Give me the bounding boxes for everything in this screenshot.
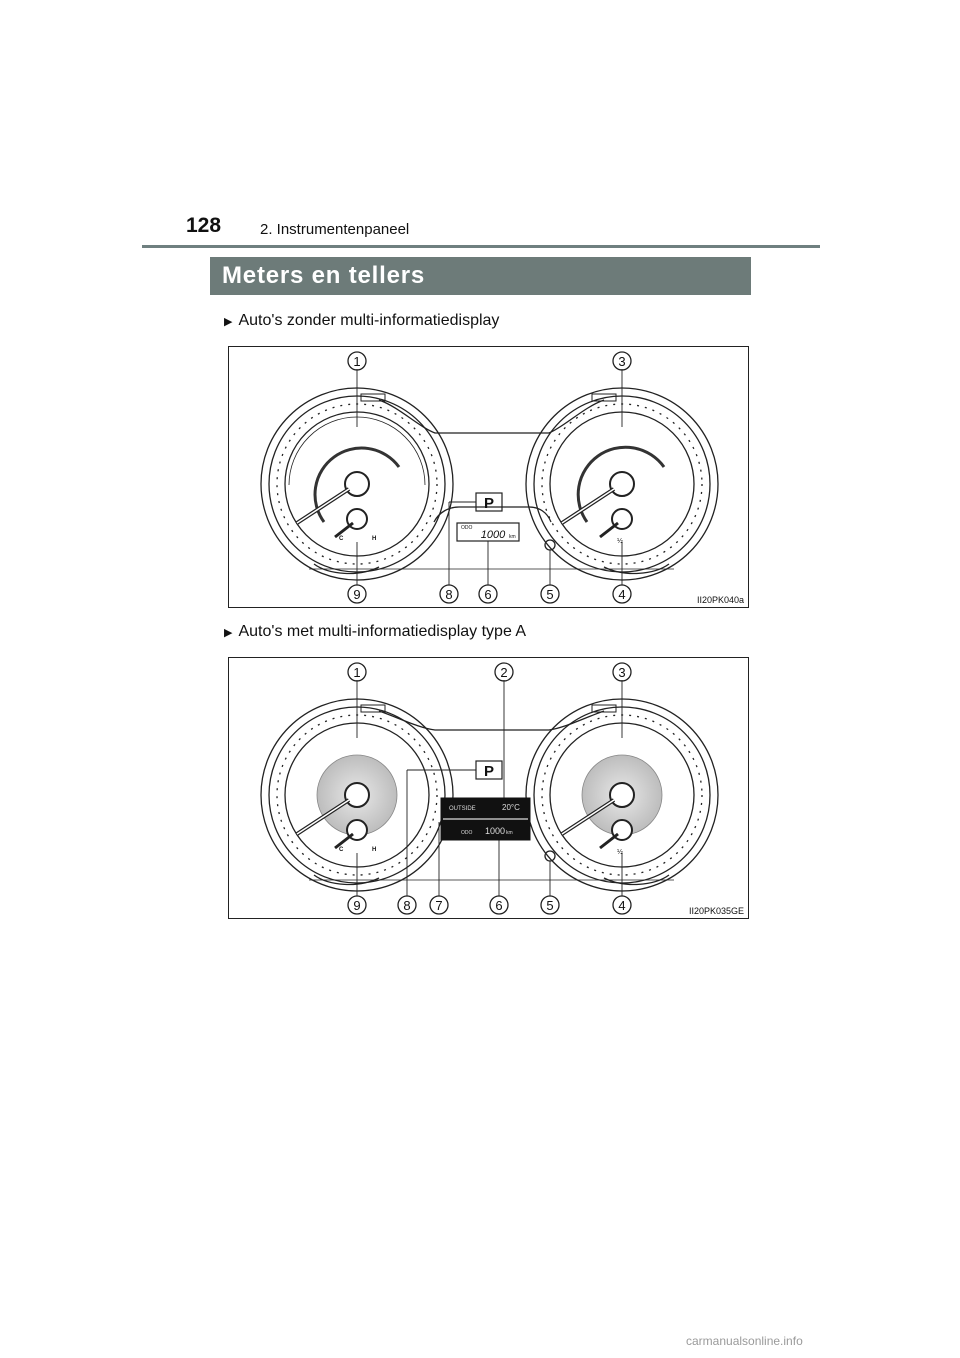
callout-8: 8 <box>403 898 410 913</box>
figure-cluster-mid: OUTSIDE 20°C ODO 1000 km P C H ½ 1 2 3 9… <box>228 657 749 919</box>
triangle-bullet-icon: ▶ <box>224 315 233 328</box>
outside-value: 20°C <box>502 803 520 812</box>
watermark: carmanualsonline.info <box>686 1334 803 1348</box>
indicator-light <box>544 850 556 862</box>
callout-4: 4 <box>618 898 625 913</box>
callout-2: 2 <box>500 665 507 680</box>
callout-9: 9 <box>353 587 360 602</box>
callout-9: 9 <box>353 898 360 913</box>
gear-indicator: P <box>484 495 494 512</box>
odo-unit: km <box>509 534 516 540</box>
right-visor <box>591 704 617 713</box>
right-visor <box>591 393 617 402</box>
temp-cold-label: C <box>339 847 344 853</box>
variant-label: Auto's zonder multi-informatiedisplay <box>238 312 500 329</box>
variant-label: Auto's met multi-informatiedisplay type … <box>238 623 527 640</box>
cluster-illustration: P ODO 1000 km C H ½ 1 3 9 8 6 5 4 <box>260 351 719 604</box>
section-title: Meters en tellers <box>222 262 426 289</box>
callout-1: 1 <box>353 354 360 369</box>
page-number: 128 <box>186 214 222 237</box>
cluster-housing-bottom <box>313 874 670 886</box>
odo-label: ODO <box>461 830 473 836</box>
temp-hot-label: H <box>372 847 376 853</box>
section-heading: Meters en tellers <box>210 257 751 295</box>
header-rule <box>142 245 820 248</box>
odo-label: ODO <box>461 525 473 531</box>
figure-code: II20PK035GE <box>688 906 744 916</box>
callout-6: 6 <box>495 898 502 913</box>
indicator-light <box>544 539 556 551</box>
temp-hot-label: H <box>372 536 376 542</box>
figure-code: II20PK040a <box>696 595 744 605</box>
outside-label: OUTSIDE <box>449 806 476 812</box>
variant-heading-2: ▶ Auto's met multi-informatiedisplay typ… <box>224 623 526 641</box>
callout-4: 4 <box>618 587 625 602</box>
triangle-bullet-icon: ▶ <box>224 626 233 639</box>
left-visor <box>360 393 386 402</box>
odo-value: 1000 <box>485 826 505 836</box>
cluster-housing <box>378 710 605 731</box>
left-visor <box>360 704 386 713</box>
variant-heading-1: ▶ Auto's zonder multi-informatiedisplay <box>224 312 499 330</box>
figure-cluster-basic: P ODO 1000 km C H ½ 1 3 9 8 6 5 4 II20PK… <box>228 346 749 608</box>
gear-indicator: P <box>484 763 494 780</box>
temp-cold-label: C <box>339 536 344 542</box>
cluster-illustration: OUTSIDE 20°C ODO 1000 km P C H ½ 1 2 3 9… <box>260 662 719 915</box>
callout-5: 5 <box>546 898 553 913</box>
cluster-housing-bottom <box>313 563 670 575</box>
odo-value: 1000 <box>481 529 506 541</box>
callout-3: 3 <box>618 354 625 369</box>
odo-unit: km <box>506 830 513 836</box>
callout-1: 1 <box>353 665 360 680</box>
callout-8: 8 <box>445 587 452 602</box>
cluster-housing <box>378 399 605 434</box>
callout-6: 6 <box>484 587 491 602</box>
chapter-title: 2. Instrumentenpaneel <box>260 221 410 238</box>
callout-5: 5 <box>546 587 553 602</box>
callout-3: 3 <box>618 665 625 680</box>
fuel-half-label: ½ <box>617 848 623 856</box>
fuel-half-label: ½ <box>617 537 623 545</box>
callout-7: 7 <box>435 898 442 913</box>
